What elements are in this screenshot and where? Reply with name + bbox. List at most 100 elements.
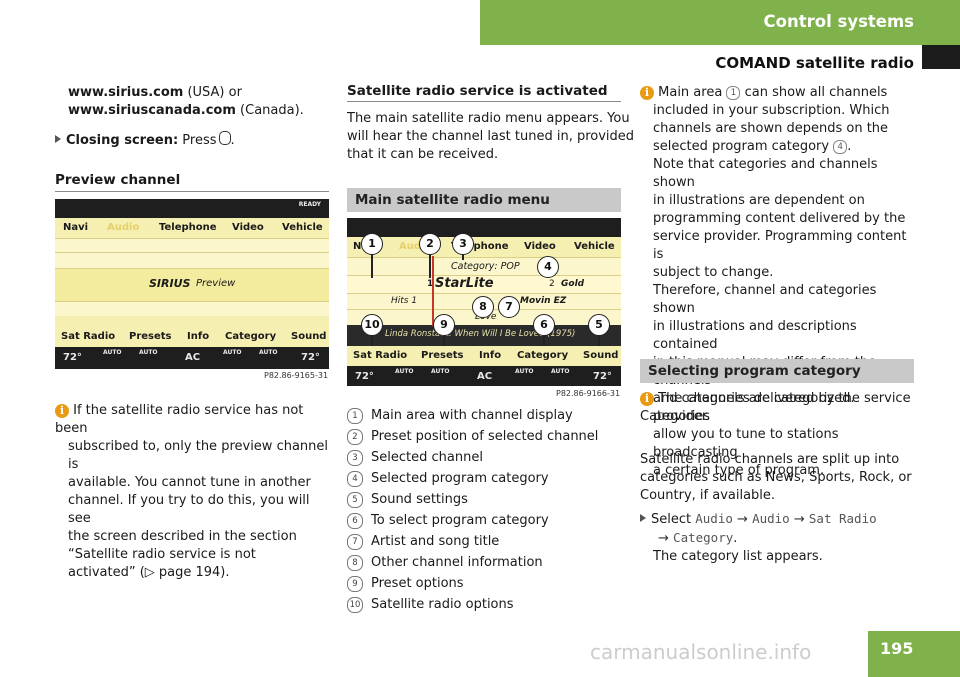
step-arrow-icon [55,135,61,143]
menu-telephone[interactable]: Telephone [159,222,217,233]
callout-7: 7 [498,296,520,318]
info-line: can show all channels [744,85,888,100]
softkey-sat-radio[interactable]: Sat Radio [353,350,408,361]
bottom-menu: Sat Radio Presets Info Category Sound [55,327,329,347]
callout-leader [443,336,445,346]
para-line: Satellite radio channels are split up in… [640,452,900,467]
info-line: allow you to tune to stations broadcasti… [653,427,839,460]
info-line: included in your subscription. Which [653,103,890,118]
watermark: carmanualsonline.info [590,640,812,664]
channel-movin-ez[interactable]: Movin EZ [520,296,567,306]
legend-number: 7 [347,534,363,550]
menu-path-audio[interactable]: Audio [695,511,733,526]
artist-song-title: Linda Ronstadt: When Will I Be Loved (19… [385,329,576,339]
info-line: subscribed to, only the preview channel … [68,439,329,472]
callout-4: 4 [537,256,559,278]
menu-video[interactable]: Video [232,222,264,233]
legend-number: 3 [347,450,363,466]
softkey-sound[interactable]: Sound [291,331,327,342]
service-activated-paragraph: The main satellite radio menu appears. Y… [347,110,634,164]
url-line-1: www.sirius.com (USA) or [68,84,242,102]
info-line: programming content delivered by the [653,211,906,226]
legend-number: 5 [347,492,363,508]
menu-path-audio[interactable]: Audio [752,511,790,526]
callout-9: 9 [433,314,455,336]
info-line: service provider. Programming content is [653,229,907,262]
categories-paragraph: Satellite radio channels are split up in… [640,451,912,505]
legend-text: Main area with channel display [371,408,573,423]
closing-text: Press [182,133,217,148]
figure-caption: P82.86-9166-31 [556,389,621,398]
legend-number: 1 [347,408,363,424]
menu-path-category[interactable]: Category [673,530,734,545]
climate-auto: AUTO [515,368,534,375]
info-line: channel. If you try to do this, you will… [68,493,310,526]
menu-audio[interactable]: Audio [399,241,432,252]
menu-video[interactable]: Video [524,241,556,252]
ready-indicator: READY [298,201,321,208]
info-line: selected program category [653,139,830,154]
legend-text: Preset position of selected channel [371,429,599,444]
para-line: Country, if available. [640,488,776,503]
climate-right-temp: 72° [593,371,612,382]
info-line: a certain type of program. [653,463,825,478]
softkey-sound[interactable]: Sound [583,350,619,361]
sirius-url-link[interactable]: www.sirius.com [68,85,184,100]
climate-auto: AUTO [223,349,242,356]
callout-leader [371,336,373,346]
legend-number: 10 [347,597,363,613]
climate-right-temp: 72° [301,352,320,363]
step-result: The category list appears. [653,549,823,564]
menu-vehicle[interactable]: Vehicle [574,241,615,252]
menu-audio[interactable]: Audio [107,222,140,233]
info-note-categories: i The channels are categorized. Categori… [640,390,920,480]
menu-path-sat-radio[interactable]: Sat Radio [808,511,877,526]
selected-channel-name[interactable]: StarLite [435,276,494,291]
menu-navi[interactable]: Navi [63,222,89,233]
service-activated-heading: Satellite radio service is activated [347,83,608,99]
arrow-right-icon: → [658,531,669,546]
page-reference-link[interactable]: activated” (▷ page 194). [68,565,230,580]
arrow-right-icon: → [793,512,805,527]
softkey-info[interactable]: Info [479,350,502,361]
heading-rule [347,101,621,102]
channel-hits[interactable]: Hits 1 [391,296,418,306]
controller-knob-icon [218,131,231,145]
song-info-band: Linda Ronstadt: When Will I Be Loved (19… [347,325,621,346]
url-line-2: www.siriuscanada.com (Canada). [68,102,304,120]
selected-category: Category: POP [451,261,520,272]
softkey-presets[interactable]: Presets [129,331,172,342]
softkey-presets[interactable]: Presets [421,350,464,361]
info-line: Note that categories and channels shown [653,157,878,190]
info-line: If the satellite radio service has not b… [55,403,304,436]
info-line: in illustrations are dependent on [653,193,865,208]
channel-gold[interactable]: Gold [561,279,585,289]
arrow-right-icon: → [737,512,748,527]
select-label: Select [651,512,692,527]
softkey-info[interactable]: Info [187,331,210,342]
siriuscanada-url-link[interactable]: www.siriuscanada.com [68,103,236,118]
info-note-preview: i If the satellite radio service has not… [55,402,335,582]
url1-suffix: (USA) or [183,85,242,100]
menu-telephone[interactable]: Telephone [451,241,509,252]
list-band [55,252,329,269]
preview-channel-screen: READY Navi Audio Telephone Video Vehicle… [55,199,329,369]
menu-vehicle[interactable]: Vehicle [282,222,323,233]
climate-left-temp: 72° [355,371,374,382]
softkey-sat-radio[interactable]: Sat Radio [61,331,116,342]
softkey-category[interactable]: Category [517,350,569,361]
info-line: and categories delivered by the service [653,391,911,406]
callout-leader [371,254,373,278]
callout-3: 3 [452,233,474,255]
softkey-category[interactable]: Category [225,331,277,342]
climate-bar: 72° AUTO AUTO AC AUTO AUTO 72° [347,366,621,386]
closing-screen-step: Closing screen: Press. [55,131,235,150]
status-bar: READY [55,199,329,218]
legend-item: 1 Main area with channel display [347,405,598,426]
